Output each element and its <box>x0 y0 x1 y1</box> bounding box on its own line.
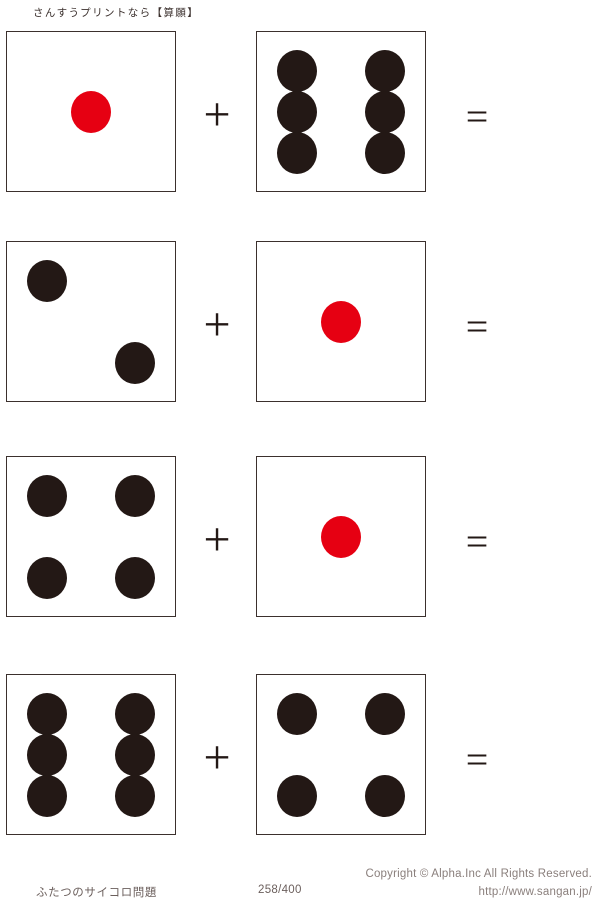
answer-slot[interactable] <box>497 281 592 361</box>
die-pip <box>365 132 405 174</box>
footer-url: http://www.sangan.jp/ <box>478 886 592 898</box>
die-pip <box>115 557 155 599</box>
die-left <box>6 674 176 835</box>
die-pip <box>27 693 67 735</box>
die-pip <box>115 775 155 817</box>
die-pip <box>27 557 67 599</box>
die-left <box>6 31 176 192</box>
die-pip <box>277 50 317 92</box>
die-right <box>256 31 426 192</box>
die-pip <box>71 91 111 133</box>
plus-operator: + <box>203 88 231 141</box>
equals-operator: = <box>465 737 489 782</box>
die-pip <box>277 775 317 817</box>
answer-slot[interactable] <box>497 496 592 576</box>
die-pip <box>27 734 67 776</box>
die-right <box>256 456 426 617</box>
footer-worksheet-label: ふたつのサイコロ問題 <box>36 887 157 899</box>
die-pip <box>115 693 155 735</box>
footer-copyright: Copyright © Alpha.Inc All Rights Reserve… <box>365 868 592 880</box>
problem-row: += <box>0 674 600 836</box>
die-pip <box>321 301 361 343</box>
footer-page-number: 258/400 <box>258 884 302 896</box>
die-pip <box>27 775 67 817</box>
die-pip <box>365 693 405 735</box>
die-pip <box>365 50 405 92</box>
plus-operator: + <box>203 513 231 566</box>
problem-row: += <box>0 241 600 403</box>
equals-operator: = <box>465 94 489 139</box>
die-pip <box>115 475 155 517</box>
die-pip <box>321 516 361 558</box>
answer-slot[interactable] <box>497 714 592 794</box>
die-pip <box>365 91 405 133</box>
die-left <box>6 456 176 617</box>
equals-operator: = <box>465 304 489 349</box>
problem-row: += <box>0 456 600 618</box>
die-pip <box>277 91 317 133</box>
page-title: さんすうプリントなら【算願】 <box>33 7 200 19</box>
die-pip <box>27 475 67 517</box>
die-right <box>256 674 426 835</box>
die-pip <box>115 342 155 384</box>
die-left <box>6 241 176 402</box>
plus-operator: + <box>203 298 231 351</box>
problem-row: += <box>0 31 600 193</box>
die-pip <box>115 734 155 776</box>
die-pip <box>277 693 317 735</box>
die-right <box>256 241 426 402</box>
die-pip <box>277 132 317 174</box>
plus-operator: + <box>203 731 231 784</box>
equals-operator: = <box>465 519 489 564</box>
answer-slot[interactable] <box>497 71 592 151</box>
die-pip <box>27 260 67 302</box>
die-pip <box>365 775 405 817</box>
